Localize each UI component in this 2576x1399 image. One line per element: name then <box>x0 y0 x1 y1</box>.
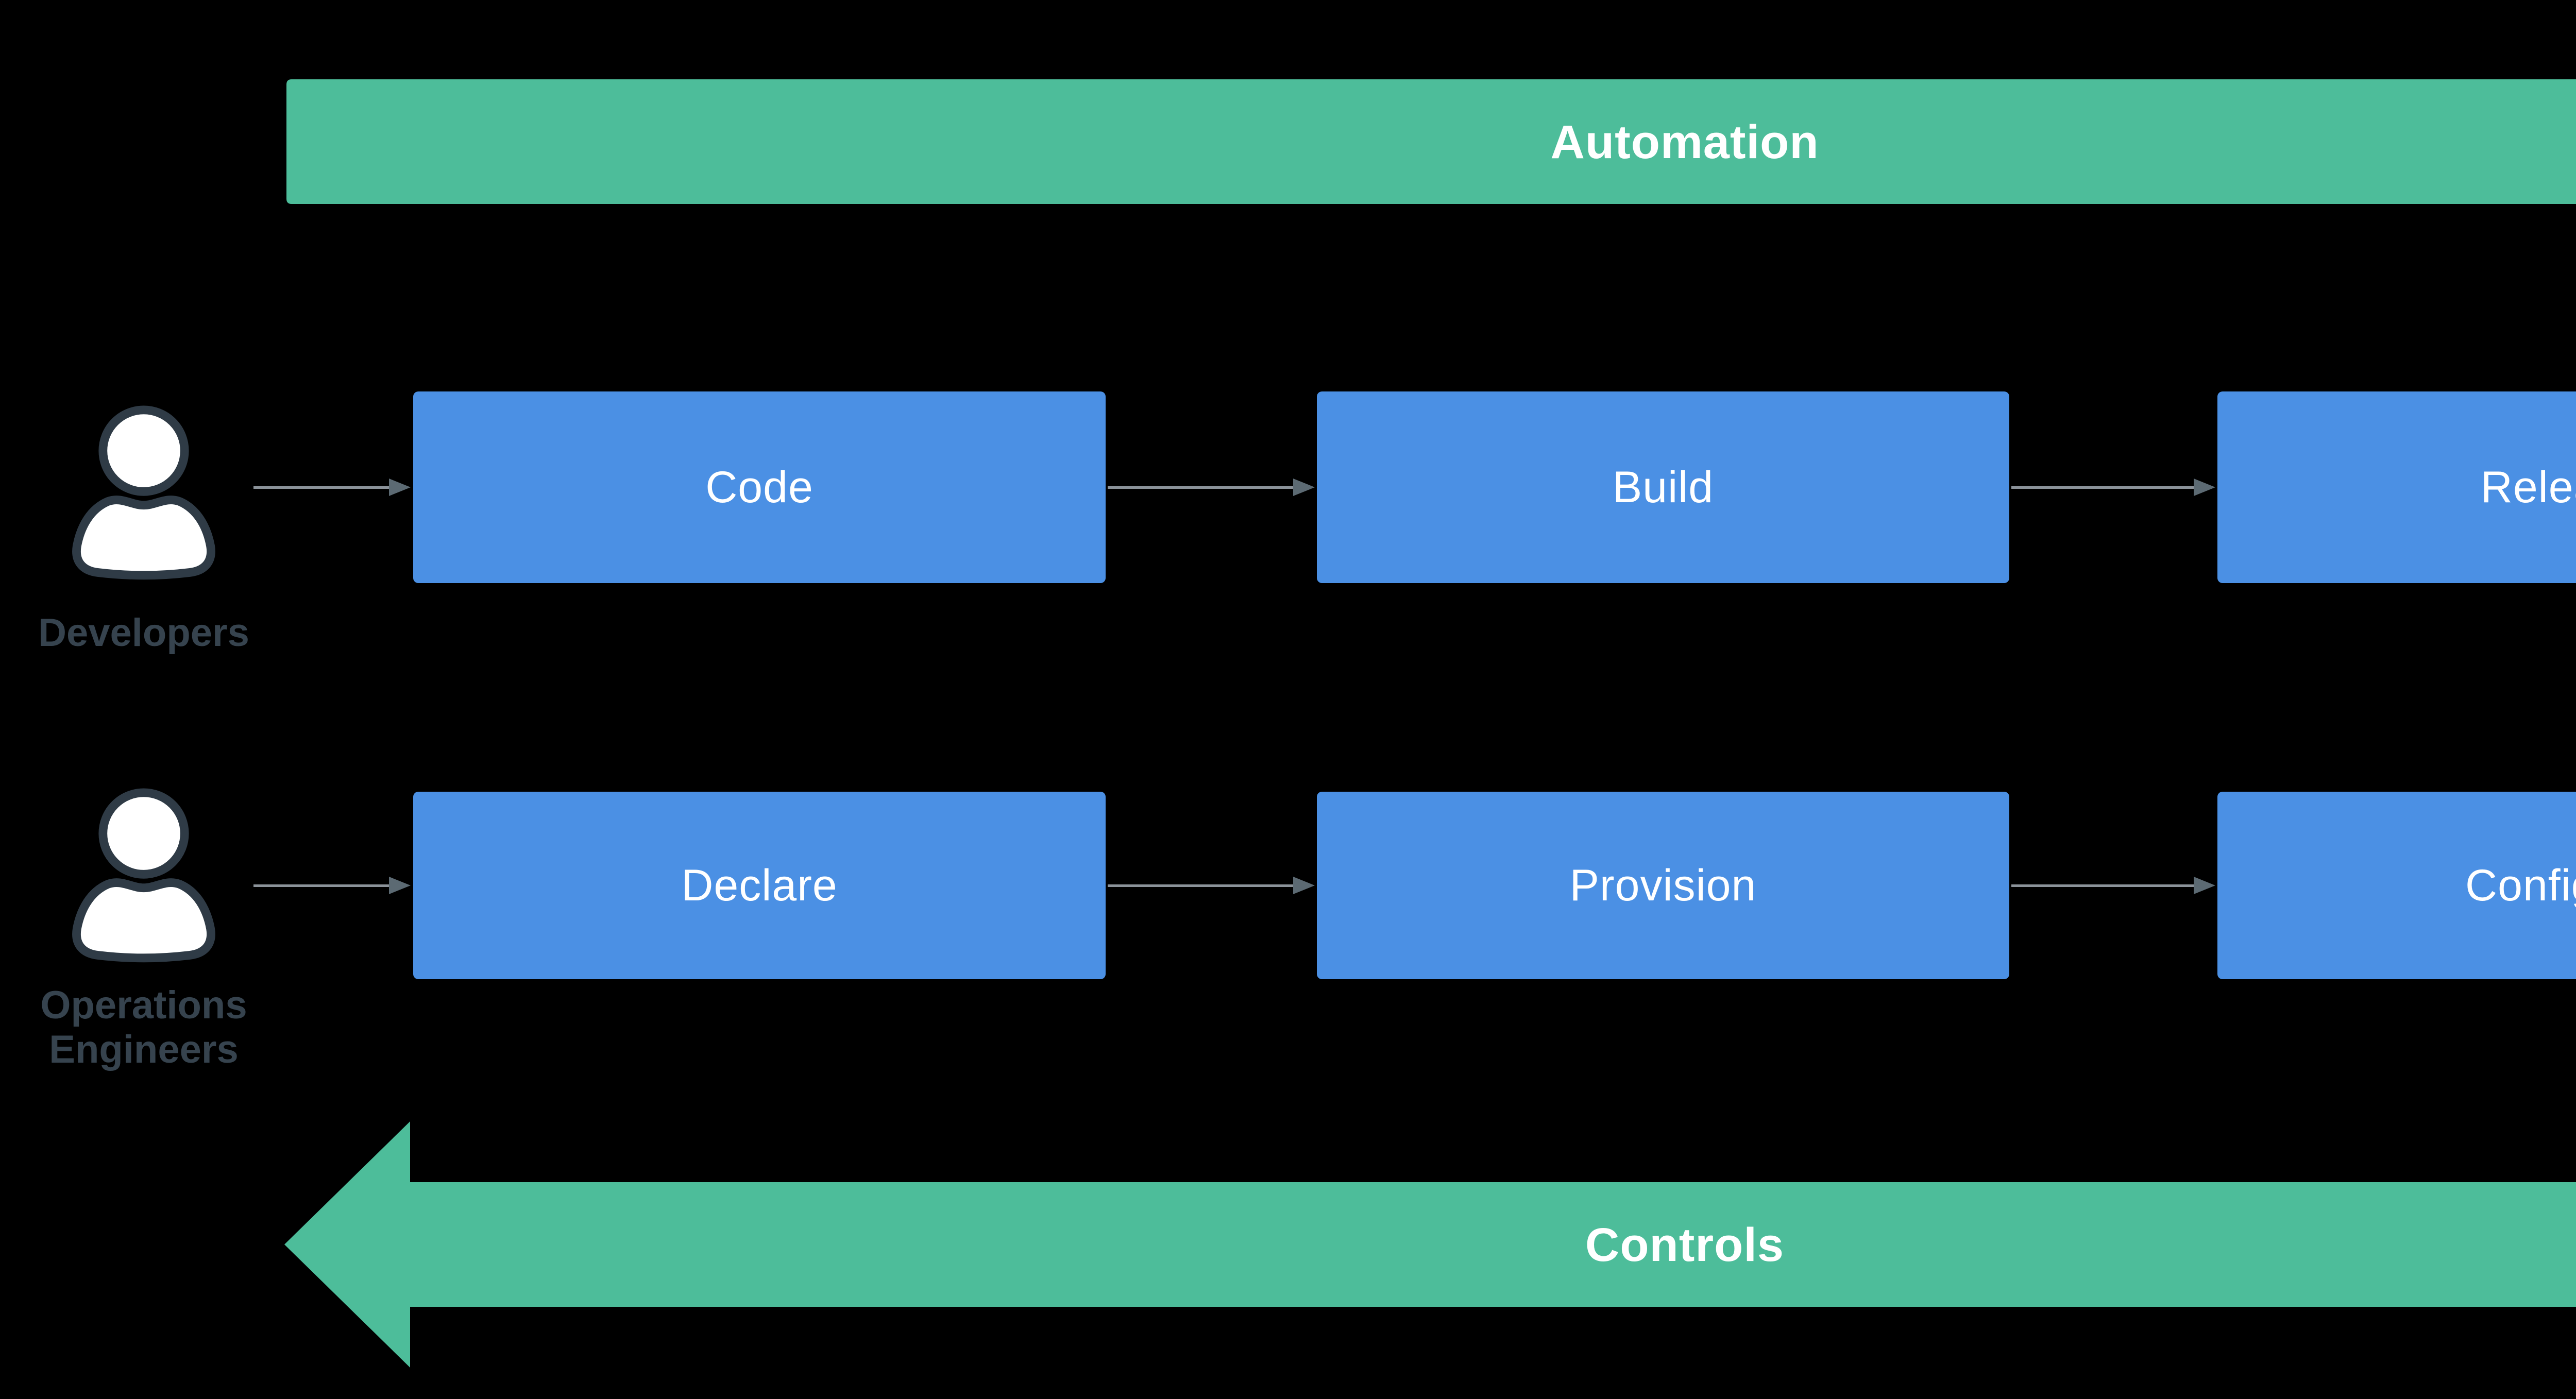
connector-arrow-provision-to-configure <box>2011 877 2215 894</box>
arrow-line <box>2011 486 2194 489</box>
connector-arrow-code-to-build <box>1108 479 1315 496</box>
person-icon <box>72 405 215 580</box>
arrow-head-icon <box>2194 877 2215 894</box>
arrow-line <box>1108 884 1293 887</box>
actor-label-line: Operations <box>40 983 247 1027</box>
connector-arrow-operations-to-declare <box>253 877 411 894</box>
automation-band-arrow <box>286 79 2576 204</box>
left-arrow-shape <box>284 1121 2576 1368</box>
arrow-line <box>253 486 389 489</box>
step-label: Provision <box>1569 860 1757 910</box>
controls-band-arrow <box>284 1121 2576 1368</box>
step-label: Build <box>1612 462 1714 512</box>
person-icon <box>72 788 215 963</box>
arrow-line <box>1108 486 1293 489</box>
arrow-head-icon <box>1293 479 1315 496</box>
step-box-configure: Configure <box>2217 792 2576 979</box>
connector-arrow-developers-to-code <box>253 479 411 496</box>
arrow-head-icon <box>389 877 411 894</box>
arrow-line <box>2011 884 2194 887</box>
operations-engineers-label: Operations Engineers <box>5 983 283 1072</box>
step-label: Release <box>2480 462 2576 512</box>
arrow-head-icon <box>2194 479 2215 496</box>
step-box-provision: Provision <box>1317 792 2009 979</box>
automation-label: Automation <box>1550 116 1819 168</box>
arrow-head-icon <box>389 479 411 496</box>
right-arrow-shape <box>286 79 2576 204</box>
actor-label-line: Developers <box>38 611 249 655</box>
actor-label-line: Engineers <box>49 1028 239 1071</box>
controls-label: Controls <box>1585 1219 1785 1271</box>
step-label: Declare <box>681 860 838 910</box>
connector-arrow-declare-to-provision <box>1108 877 1315 894</box>
step-label: Configure <box>2465 860 2576 910</box>
developers-label: Developers <box>5 611 283 655</box>
arrow-line <box>253 884 389 887</box>
step-box-code: Code <box>413 391 1106 583</box>
step-box-declare: Declare <box>413 792 1106 979</box>
connector-arrow-build-to-release <box>2011 479 2215 496</box>
step-label: Code <box>705 462 814 512</box>
step-box-release: Release <box>2217 391 2576 583</box>
arrow-head-icon <box>1293 877 1315 894</box>
step-box-build: Build <box>1317 391 2009 583</box>
